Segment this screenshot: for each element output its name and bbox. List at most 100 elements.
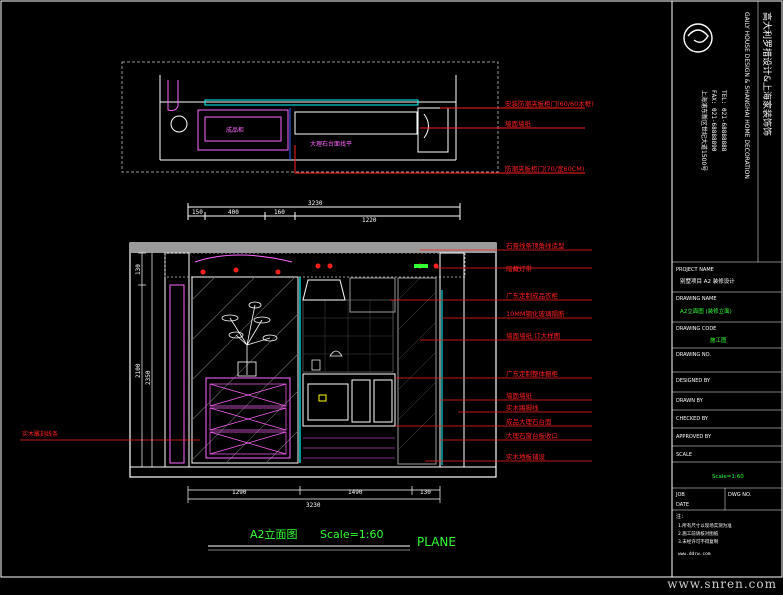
plan-leader-3	[294, 145, 585, 174]
tb-note-3: 3.未经许可不得复制	[678, 538, 719, 545]
elev-annotation-left: 实木雕刻线条	[22, 430, 58, 438]
tb-row-0: PROJECT NAME	[676, 267, 714, 273]
elevation-annotations: 石膏线条顶角线造型 暗藏灯带 广东定制成品衣柜 10MM钢化玻璃隔断 墙面墙纸,…	[22, 241, 565, 461]
plan-cabinet	[197, 109, 289, 151]
upper-cabinet	[349, 277, 396, 313]
elev-dim-total: 3230	[306, 502, 321, 509]
tb-row-8: DRAWN BY	[676, 398, 704, 404]
plan-annotation-1: 安装防潮夹板柜门(60/60木框)	[505, 99, 594, 108]
plan-inner-label-cabinet: 成品柜	[226, 126, 244, 134]
view-label: PLANE	[417, 535, 456, 549]
watermark: www.snren.com	[667, 577, 777, 591]
plant-decoration	[221, 301, 278, 377]
drawing-title: A2立面图	[250, 527, 298, 541]
plan-inner-label-counter: 大理石台面找平	[310, 140, 352, 148]
tall-cabinet-hatch	[397, 277, 437, 451]
plan-column	[170, 115, 188, 133]
green-label-marker	[414, 264, 428, 268]
drawing-title-block: A2立面图 Scale=1:60 PLANE	[208, 527, 456, 551]
elev-annotation-6: 广东定制整体橱柜	[506, 369, 559, 378]
cabinet-handle-marker	[318, 394, 327, 402]
range-hood	[302, 279, 346, 301]
elevation-left-pilaster	[169, 284, 185, 464]
plan-glass-partition	[204, 99, 419, 106]
tb-label-job: JOB	[675, 492, 685, 498]
elev-annotation-2: 暗藏灯带	[506, 264, 533, 273]
tb-label-dwg: DWG NO.	[728, 492, 752, 498]
plan-sink	[423, 113, 429, 139]
plan-dim-2: 400	[228, 209, 239, 216]
tb-row-12: Scale=1:60	[712, 474, 744, 480]
elev-dim-bottom-1: 1290	[232, 489, 247, 496]
elev-annotation-5: 墙面墙纸,订大样图	[506, 331, 560, 340]
elev-dim-left-2: 2100	[135, 363, 142, 378]
plan-view: 成品柜 大理石台面找平 安装防潮夹板柜门(60/60木框) 墙面墙纸 防潮夹板柜…	[121, 61, 594, 174]
elev-dim-left-1: 130	[135, 264, 142, 275]
elev-annotation-7: 墙面墙纸	[506, 391, 533, 400]
kitchen-items	[311, 350, 343, 371]
elev-dim-bottom-3: 130	[420, 489, 431, 496]
cabinet-door-b	[373, 379, 393, 423]
elevation-view	[129, 242, 497, 478]
plan-fridge	[417, 107, 449, 153]
tb-row-4: DRAWING CODE	[676, 326, 716, 332]
oven-door	[307, 383, 349, 421]
plan-dim-total: 3230	[308, 200, 323, 207]
plan-kitchen-block	[294, 111, 418, 135]
title-block: 高大利罗措设计&上海家装饰饰 GAILY HOUSE DESIGN & SHAN…	[671, 1, 782, 577]
kitchen-base-cabinet	[302, 373, 396, 427]
kitchen-tall-cabinet	[397, 277, 437, 465]
plan-bed-headboard	[167, 80, 179, 111]
tb-row-5: 施工图	[710, 336, 727, 344]
elev-dim-bottom-2: 1490	[348, 489, 363, 496]
plan-annotation-3: 防潮夹板柜门(70/宽60CM)	[505, 164, 584, 173]
tb-row-3: A2立面图 (装修立面)	[680, 307, 732, 315]
tb-note-1: 1.所有尺寸以现场实测为准	[678, 522, 732, 529]
plan-dim-3: 160	[274, 209, 285, 216]
elev-annotation-10: 大理石窗台板收口	[506, 431, 558, 440]
tb-row-6: DRAWING NO.	[676, 352, 711, 358]
plan-annotation-2: 墙面墙纸	[505, 119, 532, 128]
tb-row-7: DESIGNED BY	[676, 378, 711, 384]
ceiling-cornice	[194, 254, 293, 263]
tb-note-0: 注：	[676, 513, 686, 520]
tb-row-9: CHECKED BY	[676, 416, 709, 422]
plan-cabinet-inner	[204, 116, 282, 142]
plan-dim-4: 1220	[362, 217, 377, 224]
elev-annotation-8: 实木踢脚线	[506, 403, 539, 412]
plan-dimensions: 150 400 160 1220 3230	[187, 200, 461, 224]
company-name-en: GAILY HOUSE DESIGN & SHANGHAI HOME DECOR…	[743, 12, 750, 179]
elevation-ceiling-slab	[130, 243, 496, 253]
elevation-ceiling-band	[164, 252, 466, 278]
elev-annotation-3: 广东定制成品衣柜	[506, 291, 559, 300]
elevation-dimensions	[138, 252, 441, 503]
tb-row-1: 别墅项目 A2 装修设计	[680, 277, 735, 285]
elevation-dimension-text: 130 2100 2350 1290 1490 130 3230	[135, 264, 431, 509]
elevation-floor-slab	[129, 466, 497, 478]
company-name: 高大利罗措设计&上海家装饰饰	[761, 12, 773, 136]
tb-note-2: 2.施工前请核对图纸	[678, 530, 719, 537]
dresser-panels	[209, 383, 287, 455]
cabinet-door-a	[351, 379, 371, 423]
elevation-right-wall	[439, 252, 465, 468]
tile-grid	[303, 300, 393, 372]
elev-annotation-4: 10MM钢化玻璃隔断	[506, 309, 565, 318]
mirror-hatch	[191, 276, 299, 464]
tb-label-date: DATE	[676, 502, 689, 508]
drawing-frame	[0, 0, 783, 578]
elevation-mirror-panel	[191, 276, 299, 464]
elev-annotation-9: 成品大理石台面	[506, 417, 552, 426]
elevation-leaders	[20, 249, 592, 462]
company-address: 上海浦东新区世纪大道1500号	[700, 90, 708, 171]
company-phone: TEL: 021-68888888	[720, 90, 727, 152]
company-logo	[683, 23, 713, 53]
elev-dim-left-3: 2350	[145, 370, 152, 385]
ceiling-spotlights	[200, 263, 439, 275]
tb-row-11: SCALE	[676, 452, 692, 458]
company-fax: FAX: 021-68888890	[710, 90, 717, 152]
drawing-scale: Scale=1:60	[320, 528, 384, 541]
plan-bounds	[121, 61, 499, 173]
tb-row-2: DRAWING NAME	[676, 296, 717, 302]
tb-footer: www.ddrw.com	[678, 551, 711, 557]
